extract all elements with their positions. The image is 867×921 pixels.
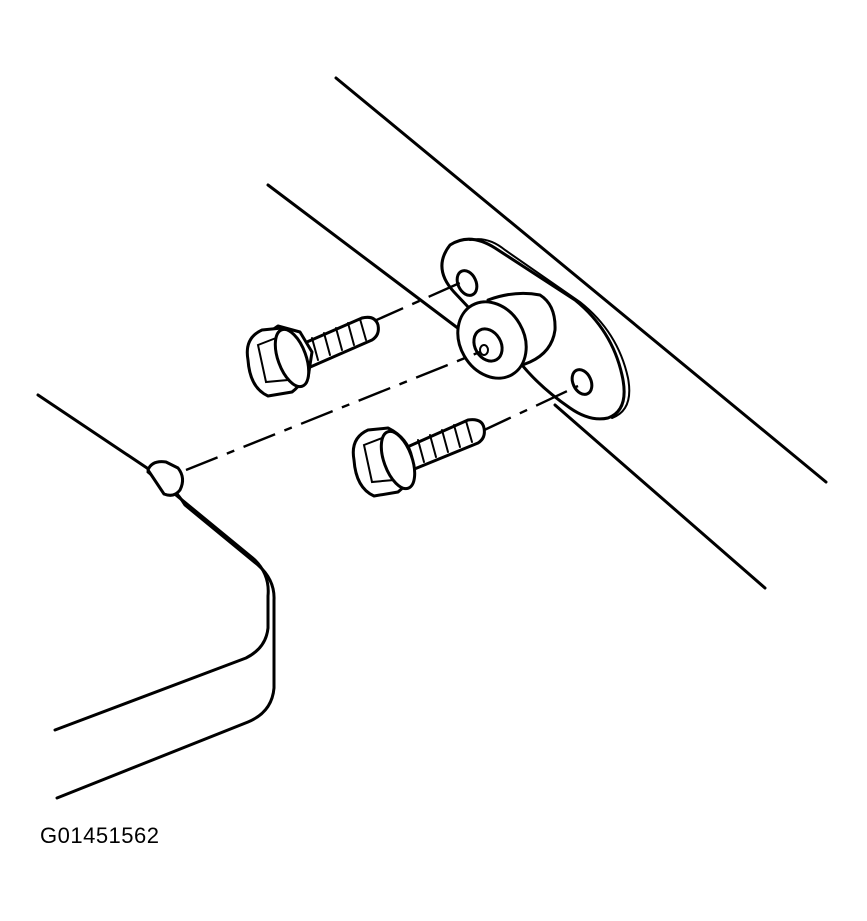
plate-hole-lower xyxy=(570,368,594,396)
striker-pin xyxy=(456,291,557,380)
plate-hole-upper xyxy=(455,269,479,297)
housing-pin xyxy=(146,460,185,497)
alignment-lines xyxy=(185,280,579,472)
component-housing xyxy=(36,393,276,800)
lower-bolt xyxy=(351,418,486,498)
figure-id-label: G01451562 xyxy=(40,823,160,848)
mounting-panel xyxy=(266,76,828,590)
upper-bolt xyxy=(245,315,380,398)
